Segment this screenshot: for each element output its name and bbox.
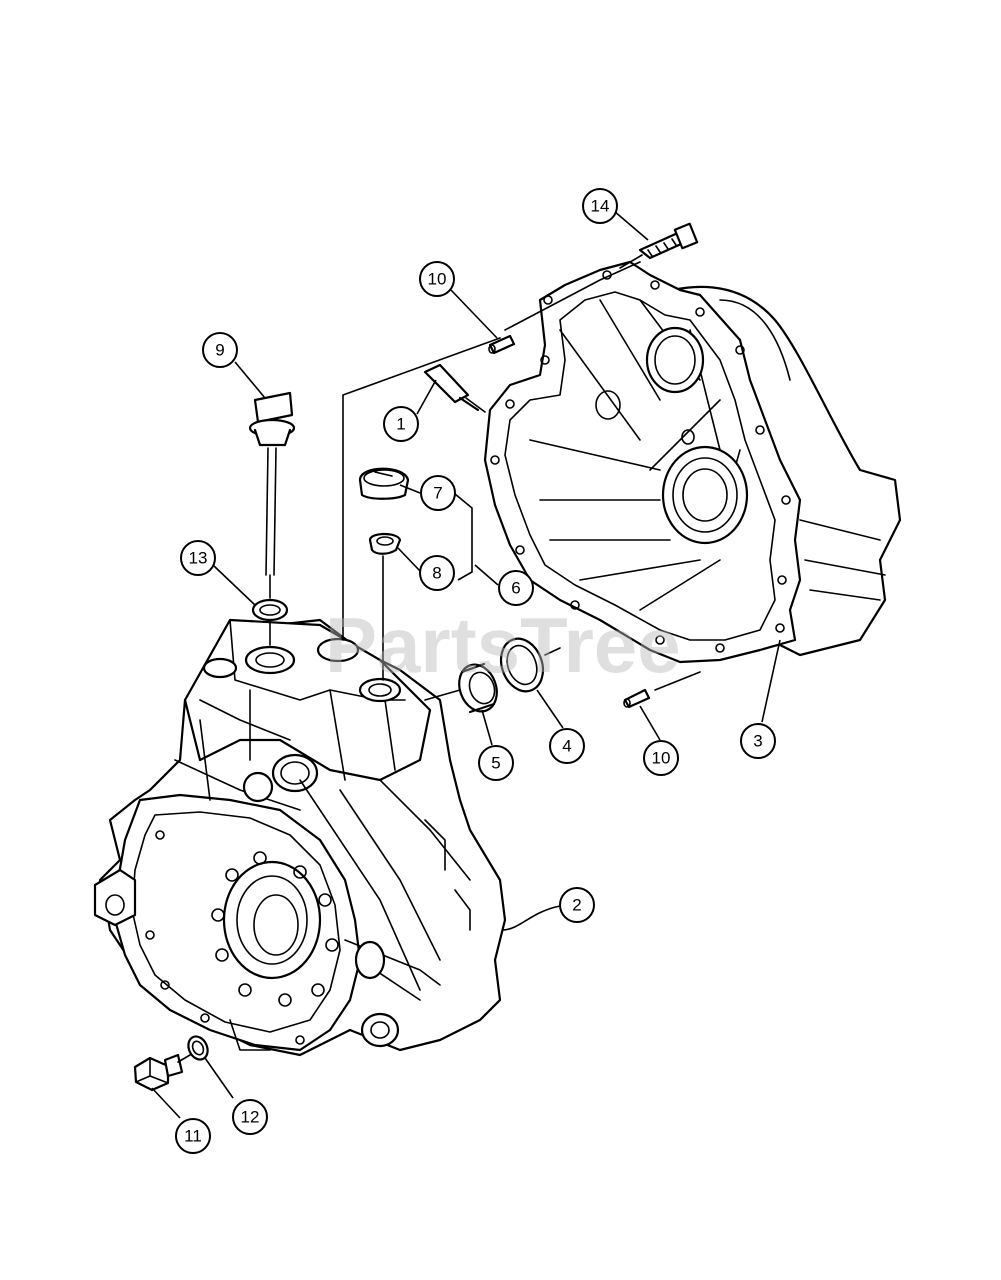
svg-text:12: 12 [241,1108,260,1127]
callout-3: 3 [740,723,776,759]
callout-4: 4 [549,728,585,764]
svg-text:2: 2 [572,896,581,915]
cap-part-7 [358,467,410,500]
assembly-lines [177,254,701,1063]
svg-text:6: 6 [511,579,520,598]
callout-2: 2 [559,887,595,923]
right-case-half [483,260,902,664]
left-case-half [93,618,507,1057]
svg-text:5: 5 [491,754,500,773]
svg-text:11: 11 [184,1127,202,1146]
svg-text:1: 1 [396,415,405,434]
callout-10-upper: 10 [419,261,455,297]
dowel-pin-part-10-upper [488,334,516,355]
callout-1: 1 [383,406,419,442]
callout-leaders [151,210,781,1119]
svg-text:8: 8 [432,564,441,583]
dipstick-part-9 [248,391,296,576]
svg-text:10: 10 [428,270,447,289]
svg-text:4: 4 [562,737,571,756]
svg-text:13: 13 [189,549,208,568]
pin-part-1 [423,363,480,412]
callout-6: 6 [498,570,534,606]
dowel-pin-part-10-lower [623,688,651,709]
oil-seal-part-5 [458,662,498,714]
plug-part-8 [368,532,402,681]
callout-14: 14 [582,188,618,224]
callout-5: 5 [478,745,514,781]
drain-plug-part-11 [133,1053,184,1092]
callout-12: 12 [232,1099,268,1135]
gasket-part-12 [187,1035,209,1061]
svg-text:14: 14 [591,197,610,216]
bolt-part-14 [638,222,699,260]
o-ring-part-4 [499,637,545,693]
washer-part-13 [251,598,289,622]
callout-9: 9 [202,332,238,368]
callout-13: 13 [180,540,216,576]
svg-text:9: 9 [215,341,224,360]
svg-text:10: 10 [652,749,671,768]
callout-7: 7 [420,475,456,511]
svg-text:3: 3 [753,732,762,751]
callout-8: 8 [419,555,455,591]
callout-10-lower: 10 [643,740,679,776]
svg-text:7: 7 [433,484,442,503]
watermark: PartsTree [325,601,681,689]
callout-11: 11 [175,1118,211,1154]
